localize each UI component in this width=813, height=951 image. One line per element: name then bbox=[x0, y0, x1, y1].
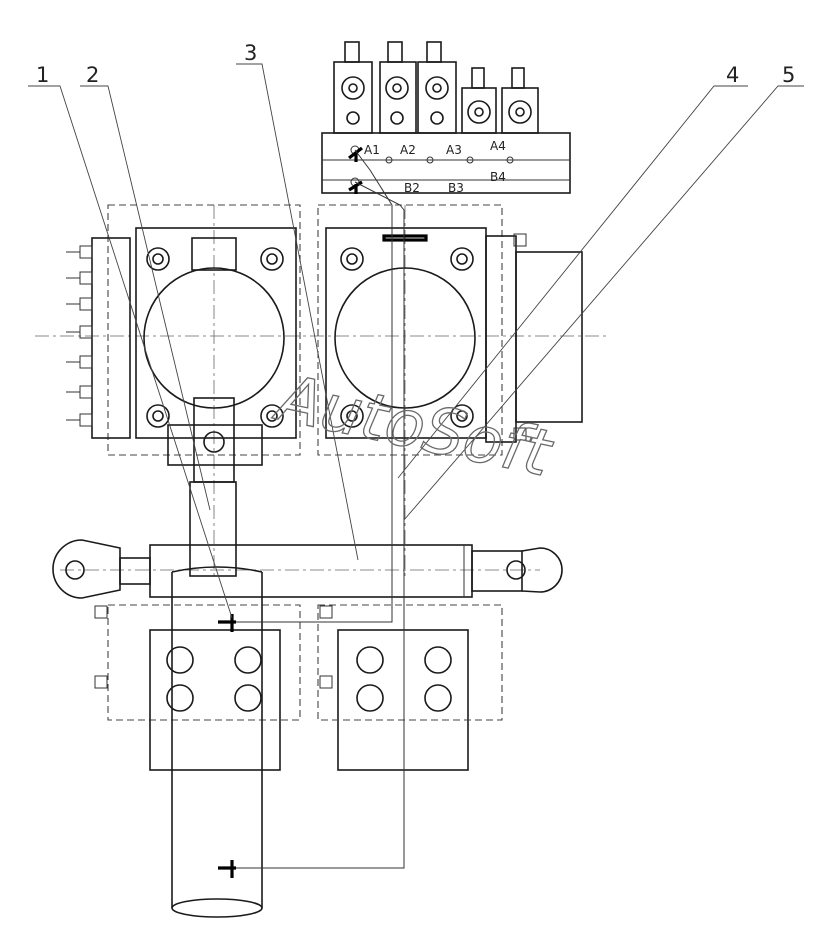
callout-2: 2 bbox=[86, 63, 99, 87]
port-label-b3: B3 bbox=[448, 181, 464, 195]
port-label-a4: A4 bbox=[490, 139, 506, 153]
hose-lines bbox=[218, 149, 405, 878]
port-label-b2: B2 bbox=[404, 181, 420, 195]
hydraulic-cylinder bbox=[52, 539, 563, 599]
right-valve-housing bbox=[317, 204, 583, 456]
callout-5: 5 bbox=[782, 63, 795, 87]
callout-leaders bbox=[28, 63, 804, 619]
solenoid-valve-manifold: A1 A2 A3 A4 B2 B3 B4 bbox=[321, 41, 571, 195]
left-valve-housing bbox=[66, 204, 301, 577]
lower-brackets bbox=[94, 604, 503, 771]
callout-3: 3 bbox=[244, 41, 257, 65]
callout-1: 1 bbox=[36, 63, 49, 87]
port-label-b4: B4 bbox=[490, 170, 506, 184]
port-label-a3: A3 bbox=[446, 143, 462, 157]
callout-4: 4 bbox=[726, 63, 739, 87]
port-label-a2: A2 bbox=[400, 143, 416, 157]
port-label-a1: A1 bbox=[364, 143, 380, 157]
vertical-pipe bbox=[171, 566, 263, 918]
